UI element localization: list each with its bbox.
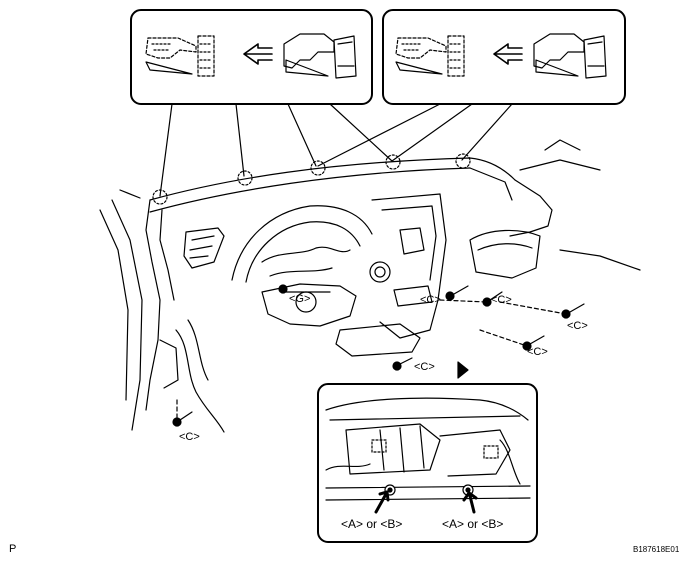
corner-mark: P [9, 543, 17, 555]
bolt-markers [172, 284, 585, 427]
label-c-far-right: <C> [567, 320, 588, 332]
inset-detail [317, 383, 538, 543]
label-c-right: <C> [527, 346, 548, 358]
label-c-upper-left: <C> [420, 294, 441, 306]
inset-label-left: <A> or <B> [341, 517, 403, 531]
label-c-lower-left: <C> [179, 431, 200, 443]
figure-code: B187618E01 [633, 545, 680, 554]
clip-location-markers [152, 153, 471, 205]
label-c-upper-right: <C> [491, 294, 512, 306]
label-g: <G> [289, 293, 311, 305]
clip-detail-callout-right [382, 9, 626, 105]
instrument-panel [99, 139, 641, 433]
label-c-lower-center: <C> [414, 361, 435, 373]
callout-leader-lines [159, 103, 513, 197]
inset-label-right: <A> or <B> [442, 517, 504, 531]
clip-detail-callout-left [130, 9, 373, 105]
